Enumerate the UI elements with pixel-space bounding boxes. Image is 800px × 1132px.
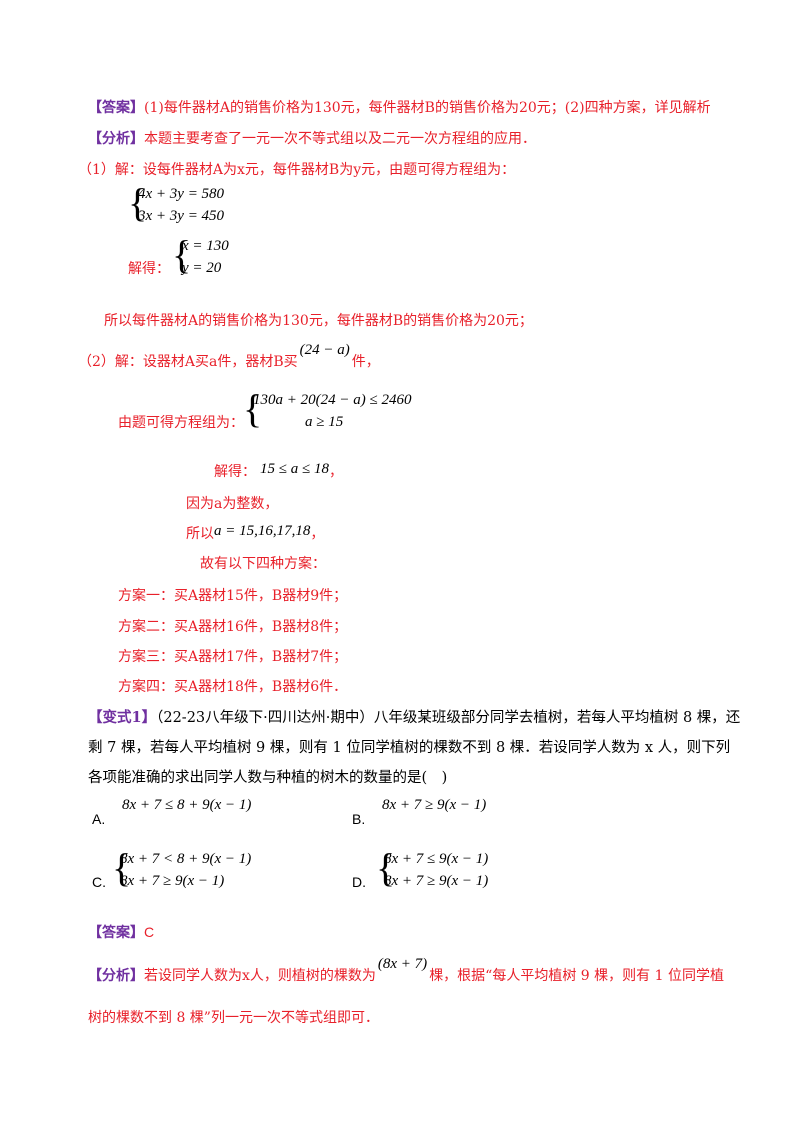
part2-inequality-system: { 130a + 20(24 − a) ≤ 2460 a ≥ 15 (243, 386, 423, 436)
part1-text: 解：设每件器材A为x元，每件器材B为y元，由题可得方程组为： (114, 162, 516, 178)
option-c-label: C. (92, 874, 106, 890)
part2-integer-note: 因为a为整数， (186, 496, 279, 512)
part2-so-values: a = 15,16,17,18 (214, 523, 311, 539)
option-d[interactable]: D. { 8x + 7 ≤ 9(x − 1) 8x + 7 ≥ 9(x − 1) (352, 845, 572, 895)
variant-line-2: 剩 7 棵，若每人平均植树 9 棵，则有 1 位同学植树的棵数不到 8 棵．若设… (88, 740, 731, 756)
part2-intro: （2）解：设器材A买a件，器材B买(24 − a)件， (78, 342, 380, 372)
analysis2-tag: 【分析】 (88, 968, 144, 984)
option-c-equation-1: 8x + 7 < 8 + 9(x − 1) (120, 851, 252, 867)
left-brace-icon: { (243, 386, 263, 431)
analysis-tag: 【分析】 (88, 131, 144, 147)
equation-1: 4x + 3y = 580 (138, 186, 225, 202)
answer2-text: C (144, 924, 155, 940)
part2-system-label: 由题可得方程组为： (118, 415, 244, 431)
answer-tag: 【答案】 (88, 100, 144, 116)
plan-3: 方案三：买A器材17件，B器材7件； (118, 649, 348, 665)
option-a[interactable]: A. 8x + 7 ≤ 8 + 9(x − 1) (92, 797, 312, 827)
option-d-label: D. (352, 874, 366, 890)
option-b-equation: 8x + 7 ≥ 9(x − 1) (382, 797, 487, 813)
option-d-system: { 8x + 7 ≤ 9(x − 1) 8x + 7 ≥ 9(x − 1) (376, 845, 536, 895)
part2-text-a: 解：设器材A买a件，器材B买 (114, 354, 298, 370)
part2-solve-result: 15 ≤ a ≤ 18 (260, 461, 329, 477)
option-a-equation: 8x + 7 ≤ 8 + 9(x − 1) (122, 797, 252, 813)
analysis-text: 本题主要考查了一元一次不等式组以及二元一次方程组的应用． (144, 131, 536, 147)
part1-label: （1） (78, 162, 115, 178)
variant-text-1: （22-23八年级下·四川达州·期中）八年级某班级部分同学去植树，若每人平均植树… (156, 710, 741, 726)
part2-solve-tail: ， (328, 464, 343, 480)
analysis2-text-a: 若设同学人数为x人，则植树的棵数为 (144, 968, 376, 984)
plan-4: 方案四：买A器材18件，B器材6件． (118, 679, 348, 695)
equation-2: 3x + 3y = 450 (138, 208, 225, 224)
left-brace-icon: { (128, 180, 148, 225)
answer2-tag: 【答案】 (88, 925, 144, 941)
left-brace-icon: { (172, 232, 192, 277)
part2-solve-label: 解得： (214, 464, 256, 480)
analysis2-expr: (8x + 7) (377, 956, 428, 972)
plan-2: 方案二：买A器材16件，B器材8件； (118, 619, 348, 635)
part1-conclusion: 所以每件器材A的销售价格为130元，每件器材B的销售价格为20元； (104, 313, 533, 329)
inequality-1: 130a + 20(24 − a) ≤ 2460 (253, 392, 412, 408)
option-c[interactable]: C. { 8x + 7 < 8 + 9(x − 1) 8x + 7 ≥ 9(x … (92, 845, 312, 895)
inequality-2: a ≥ 15 (305, 414, 344, 430)
left-brace-icon: { (376, 845, 396, 890)
part2-so-line: 所以a = 15,16,17,18， (186, 523, 325, 544)
option-a-label: A. (92, 811, 106, 827)
answer-line: 【答案】(1)每件器材A的销售价格为130元，每件器材B的销售价格为20元；(2… (88, 98, 711, 118)
part2-so-label: 所以 (186, 526, 214, 542)
part2-so-tail: ， (310, 526, 325, 542)
answer2-line: 【答案】C (88, 922, 154, 943)
part1-equation-system: { 4x + 3y = 580 3x + 3y = 450 (128, 180, 248, 230)
option-d-equation-2: 8x + 7 ≥ 9(x − 1) (384, 873, 489, 889)
variant-line-1: 【变式1】（22-23八年级下·四川达州·期中）八年级某班级部分同学去植树，若每… (88, 708, 740, 728)
analysis-line: 【分析】本题主要考查了一元一次不等式组以及二元一次方程组的应用． (88, 129, 536, 149)
part2-text-b: 件， (351, 354, 380, 370)
plan-1: 方案一：买A器材15件，B器材9件； (118, 588, 348, 604)
variant-line-3: 各项能准确的求出同学人数与种植的树木的数量的是( ) (88, 770, 448, 786)
solution-2: y = 20 (182, 260, 222, 276)
part1-intro: （1）解：设每件器材A为x元，每件器材B为y元，由题可得方程组为： (78, 160, 515, 180)
part2-solve-line: 解得：15 ≤ a ≤ 18， (214, 461, 343, 482)
solution-1: x = 130 (182, 238, 229, 254)
analysis2-line-2: 树的棵数不到 8 棵”列一元一次不等式组即可． (88, 1010, 379, 1026)
part2-plans-intro: 故有以下四种方案： (200, 556, 326, 572)
option-b-label: B. (352, 811, 366, 827)
option-d-equation-1: 8x + 7 ≤ 9(x − 1) (384, 851, 489, 867)
option-c-equation-2: 8x + 7 ≥ 9(x − 1) (120, 873, 225, 889)
variant-tag: 【变式1】 (88, 709, 157, 726)
option-c-system: { 8x + 7 < 8 + 9(x − 1) 8x + 7 ≥ 9(x − 1… (112, 845, 292, 895)
analysis2-text-b: 棵，根据“每人平均植树 9 棵，则有 1 位同学植 (429, 968, 724, 984)
left-brace-icon: { (112, 845, 132, 890)
part1-solve-label: 解得： (128, 261, 170, 277)
option-b[interactable]: B. 8x + 7 ≥ 9(x − 1) (352, 797, 572, 827)
part1-solution-system: { x = 130 y = 20 (172, 232, 252, 282)
part2-label: （2） (78, 354, 115, 370)
part2-expr: (24 − a) (299, 342, 350, 358)
analysis2-line-1: 【分析】若设同学人数为x人，则植树的棵数为(8x + 7)棵，根据“每人平均植树… (88, 956, 724, 986)
answer-text: (1)每件器材A的销售价格为130元，每件器材B的销售价格为20元；(2)四种方… (144, 100, 711, 116)
